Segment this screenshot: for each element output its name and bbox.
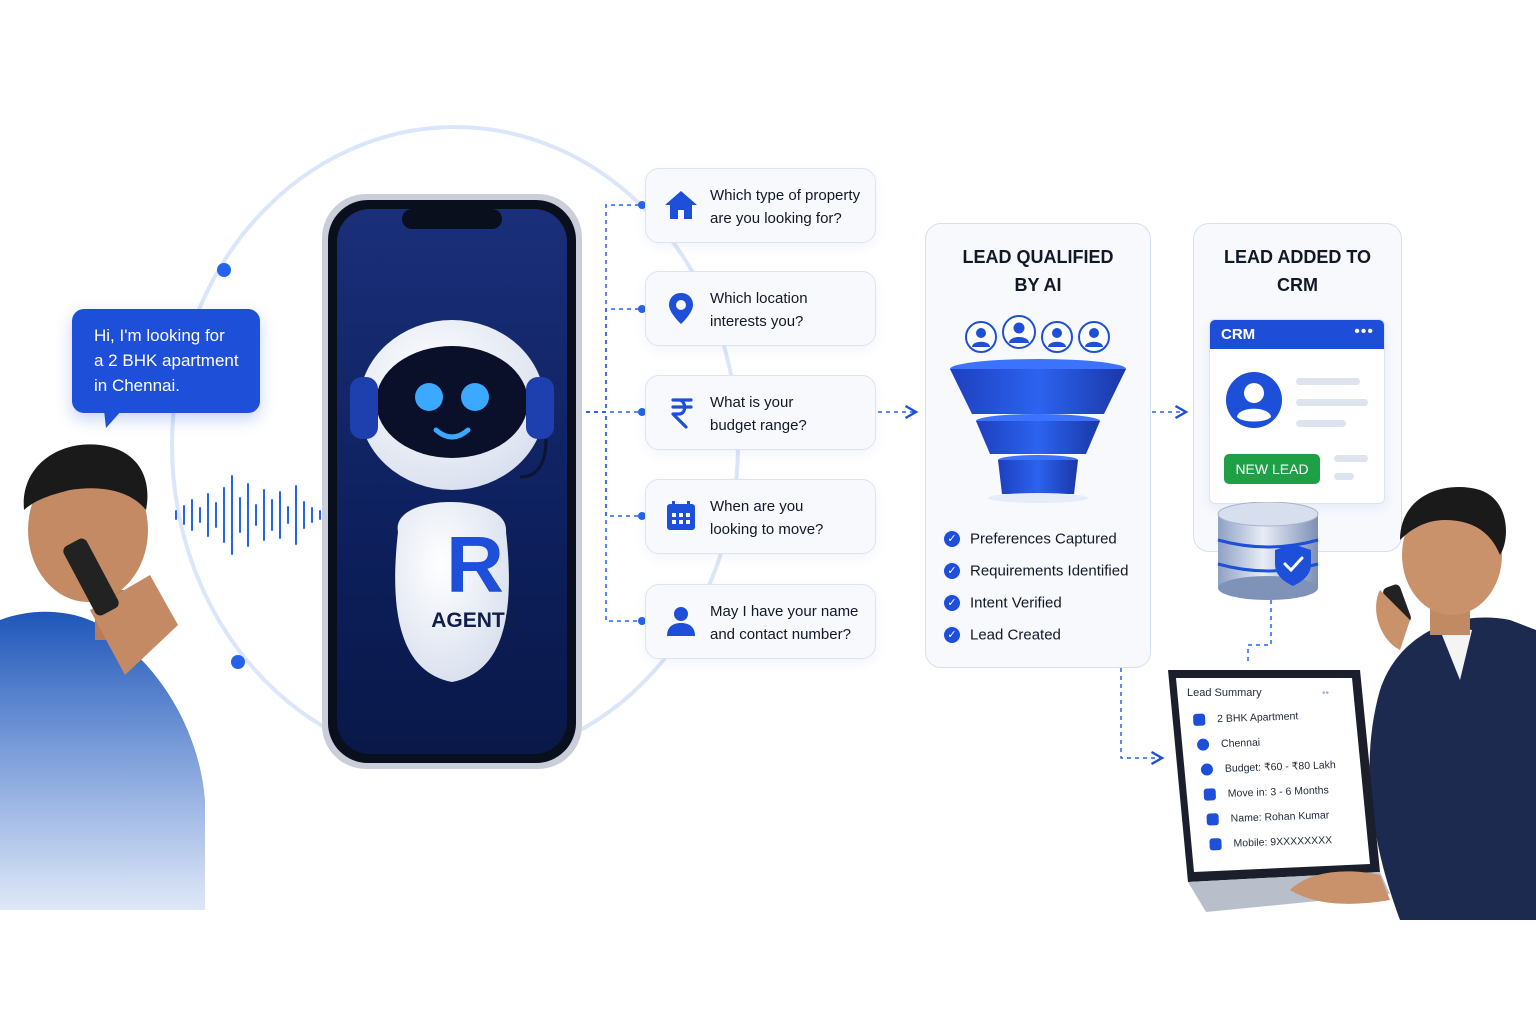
speech-bubble-tail — [104, 410, 122, 428]
placeholder-line — [1334, 455, 1368, 462]
question-connectors — [578, 204, 1272, 766]
placeholder-line — [1296, 420, 1346, 427]
check-item: ✓Preferences Captured — [944, 530, 1117, 548]
logo-letter: R — [446, 520, 504, 609]
placeholder-line — [1296, 378, 1360, 385]
phone-with-ai-agent — [322, 194, 582, 769]
placeholder-line — [1296, 399, 1368, 406]
rupee-icon — [671, 398, 693, 429]
panel-title-line: BY AI — [1014, 275, 1062, 295]
speech-line: in Chennai. — [94, 376, 181, 395]
agent-hand — [1290, 871, 1390, 904]
speech-line: a 2 BHK apartment — [94, 351, 239, 370]
lead-summary-title: Lead Summary — [1187, 687, 1262, 699]
crm-header-bar — [1210, 320, 1384, 349]
panel-title-line: LEAD QUALIFIED — [962, 247, 1114, 267]
customer-speech-bubble: Hi, I'm looking for a 2 BHK apartment in… — [72, 309, 260, 413]
agent-illustration — [1369, 487, 1536, 920]
calendar-icon — [667, 501, 695, 530]
panel-title-line: LEAD ADDED TO — [1223, 247, 1371, 267]
question-line: looking to move? — [710, 521, 824, 538]
home-icon — [665, 191, 697, 219]
prospect-icons — [965, 315, 1110, 353]
secure-database-icon — [1217, 502, 1319, 600]
question-line: Which type of property — [710, 187, 861, 204]
check-icon: ✓ — [944, 531, 960, 548]
question-line: are you looking for? — [710, 210, 842, 227]
question-line: and contact number? — [710, 626, 851, 643]
question-card-move-date: When are you looking to move? — [645, 479, 876, 554]
question-line: interests you? — [710, 313, 804, 330]
check-icon: ✓ — [944, 563, 960, 580]
question-line: Which location — [710, 290, 808, 307]
contact-avatar-icon — [1226, 372, 1282, 428]
location-pin-icon — [669, 293, 693, 324]
question-line: When are you — [710, 498, 804, 515]
location-pin-icon — [1196, 738, 1210, 752]
question-card-location: Which location interests you? — [645, 271, 876, 346]
orbit-dot — [231, 655, 245, 669]
crm-record-card: CRM ••• NEW LEAD — [1209, 319, 1385, 504]
lead-qualified-panel: LEAD QUALIFIED BY AI ✓Preferences Captur… — [925, 223, 1151, 668]
user-icon — [1206, 813, 1219, 826]
question-card-property-type: Which type of property are you looking f… — [645, 168, 876, 243]
speech-line: Hi, I'm looking for — [94, 326, 225, 345]
question-line: May I have your name — [710, 603, 859, 620]
customer-illustration — [0, 444, 205, 910]
summary-row: Chennai — [1196, 737, 1261, 752]
user-icon — [1209, 838, 1222, 851]
more-icon: ••• — [1354, 323, 1374, 340]
location-pin-icon — [1200, 763, 1214, 776]
check-icon: ✓ — [944, 627, 960, 644]
crm-header-label: CRM — [1221, 326, 1256, 343]
question-line: What is your — [710, 394, 794, 411]
panel-title-line: CRM — [1277, 275, 1318, 295]
calendar-icon — [1203, 788, 1217, 801]
panel-title: LEAD QUALIFIED BY AI — [926, 243, 1150, 299]
more-icon: •• — [1322, 688, 1330, 699]
question-card-contact: May I have your name and contact number? — [645, 584, 876, 659]
orbit-dot — [217, 263, 231, 277]
lead-funnel — [950, 315, 1126, 503]
check-icon: ✓ — [944, 595, 960, 612]
new-lead-badge: NEW LEAD — [1224, 454, 1320, 484]
check-item: ✓Lead Created — [944, 626, 1061, 644]
check-item: ✓Intent Verified — [944, 594, 1062, 612]
laptop — [1168, 670, 1390, 912]
question-line: budget range? — [710, 417, 807, 434]
panel-title: LEAD ADDED TO CRM — [1194, 243, 1401, 299]
user-icon — [667, 607, 695, 636]
home-icon — [1193, 713, 1206, 727]
voice-waveform — [175, 475, 321, 555]
logo-text: AGENTS — [431, 609, 519, 632]
question-card-budget: What is your budget range? — [645, 375, 876, 450]
placeholder-line — [1334, 473, 1354, 480]
check-item: ✓Requirements Identified — [944, 562, 1128, 580]
